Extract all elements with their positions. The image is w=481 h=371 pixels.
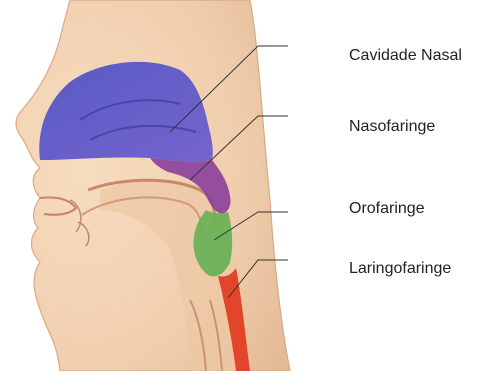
label-laryngopharynx: Laringofaringe: [349, 261, 451, 277]
label-nasopharynx: Nasofaringe: [349, 119, 435, 135]
label-nasal-cavity: Cavidade Nasal: [349, 48, 462, 64]
label-oropharynx: Orofaringe: [349, 201, 425, 217]
